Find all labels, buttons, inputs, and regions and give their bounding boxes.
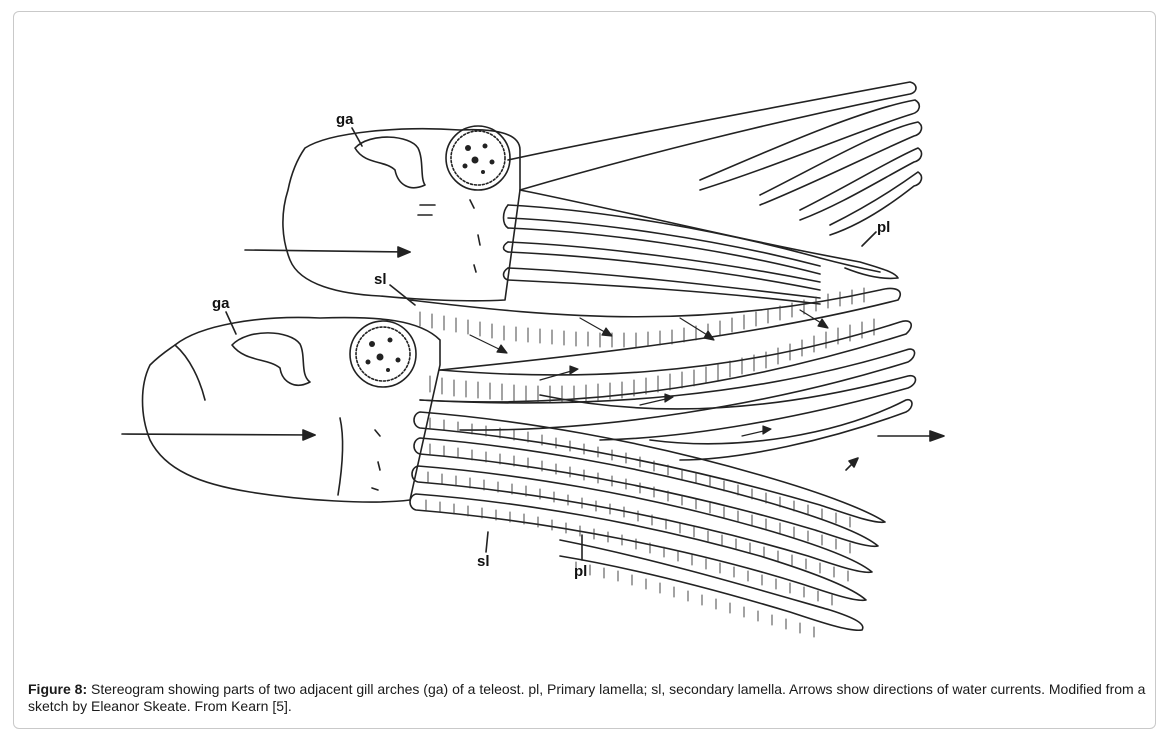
label-ga-top: ga	[336, 111, 354, 128]
label-ga-bottom: ga	[212, 295, 230, 312]
label-pl-top: pl	[877, 219, 890, 236]
top-gill-arch	[244, 81, 923, 305]
water-current-arrows	[469, 309, 829, 437]
label-sl-bottom: sl	[477, 553, 490, 570]
label-pl-bottom: pl	[574, 563, 587, 580]
label-sl-top: sl	[374, 271, 387, 288]
bottom-gill-arch	[121, 284, 945, 632]
caption-text: Stereogram showing parts of two adjacent…	[28, 681, 1146, 714]
secondary-lamellae-hatching	[419, 287, 875, 638]
figure-frame	[13, 11, 1156, 729]
caption-label: Figure 8:	[28, 681, 88, 697]
figure-caption: Figure 8: Stereogram showing parts of tw…	[28, 681, 1148, 715]
